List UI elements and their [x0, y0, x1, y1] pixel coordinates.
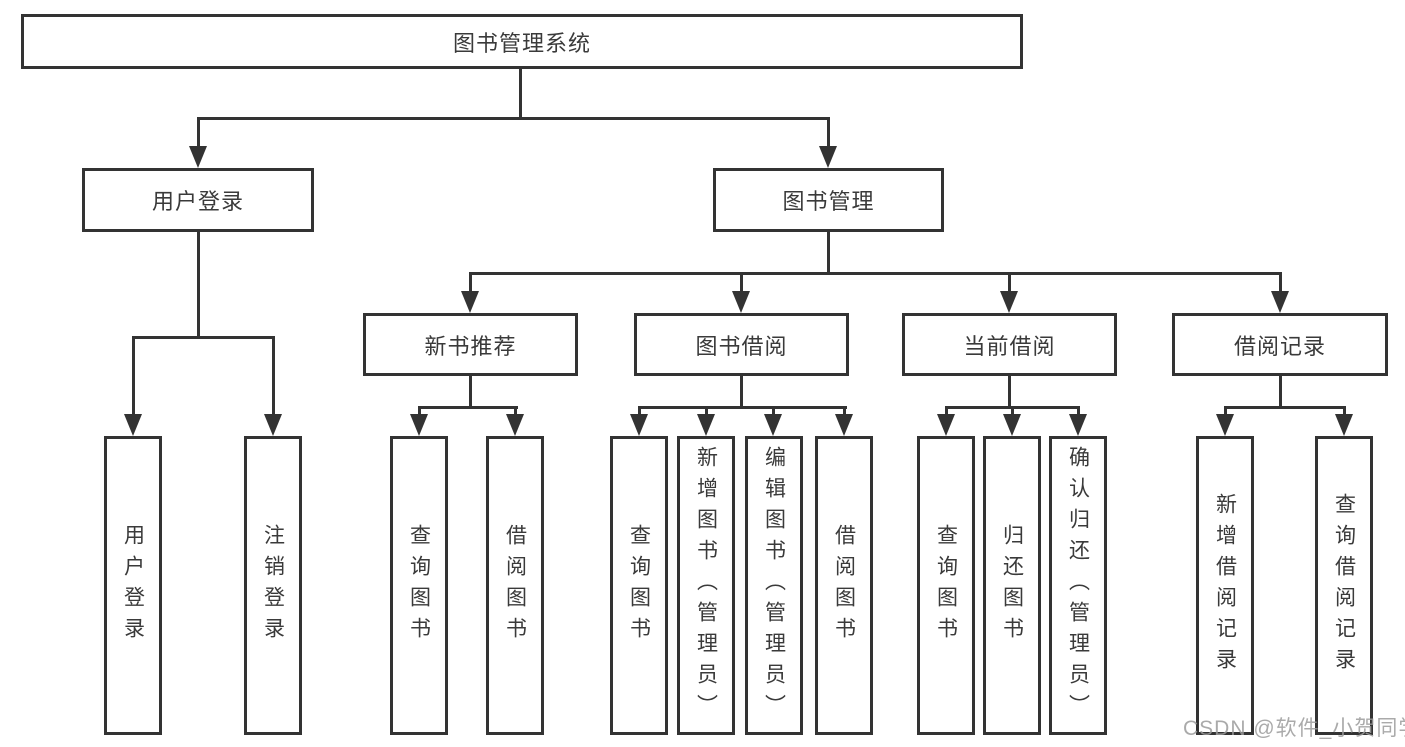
connector-to-user-login — [197, 117, 200, 149]
leaf-return-books: 归还图书 — [983, 436, 1041, 735]
arrow-down-icon — [835, 414, 853, 436]
connector-current-stem — [1008, 376, 1011, 409]
leaf-query-books-current: 查询图书 — [917, 436, 975, 735]
connector-newbooks-split — [418, 406, 518, 409]
leaf-label: 确认归还（管理员） — [1066, 446, 1090, 725]
arrow-down-icon — [124, 414, 142, 436]
connector-leaf-stem — [1279, 272, 1282, 294]
connector-leaf-stem — [514, 406, 517, 418]
connector-leaf-stem — [1008, 272, 1011, 294]
node-book-borrow-label: 图书借阅 — [695, 333, 788, 359]
arrow-down-icon — [697, 414, 715, 436]
node-current-borrow-label: 当前借阅 — [963, 333, 1056, 359]
connector-leaf-stem — [418, 406, 421, 418]
connector-leaf-stem — [843, 406, 846, 418]
leaf-borrow-books-newbooks: 借阅图书 — [486, 436, 544, 735]
arrow-down-icon — [189, 146, 207, 168]
leaf-borrow-books-borrow: 借阅图书 — [815, 436, 873, 735]
leaf-query-books-borrow: 查询图书 — [610, 436, 668, 735]
connector-leaf-stem — [272, 336, 275, 416]
arrow-down-icon — [1271, 291, 1289, 313]
leaf-label: 查询借阅记录 — [1332, 492, 1356, 679]
connector-records-split — [1224, 406, 1346, 409]
connector-root-split — [197, 117, 830, 120]
connector-leaf-stem — [772, 406, 775, 418]
arrow-down-icon — [410, 414, 428, 436]
node-book-mgmt-label: 图书管理 — [782, 189, 875, 214]
connector-userlogin-split — [132, 336, 275, 339]
arrow-down-icon — [819, 146, 837, 168]
connector-records-stem — [1279, 376, 1282, 409]
arrow-down-icon — [1003, 414, 1021, 436]
node-borrow-records: 借阅记录 — [1172, 313, 1388, 376]
node-book-borrow: 图书借阅 — [634, 313, 849, 376]
connector-bookmgmt-stem — [827, 232, 830, 275]
arrow-down-icon — [1216, 414, 1234, 436]
leaf-user-login: 用户登录 — [104, 436, 162, 735]
connector-root-stem — [519, 69, 522, 117]
arrow-down-icon — [630, 414, 648, 436]
node-new-books: 新书推荐 — [363, 313, 578, 376]
arrow-down-icon — [506, 414, 524, 436]
connector-leaf-stem — [1224, 406, 1227, 418]
leaf-query-borrow-record: 查询借阅记录 — [1315, 436, 1373, 735]
node-current-borrow: 当前借阅 — [902, 313, 1117, 376]
node-book-mgmt: 图书管理 — [713, 168, 944, 232]
leaf-confirm-return-admin: 确认归还（管理员） — [1049, 436, 1107, 735]
leaf-label: 归还图书 — [1000, 523, 1024, 648]
connector-leaf-stem — [1343, 406, 1346, 418]
arrow-down-icon — [937, 414, 955, 436]
connector-leaf-stem — [1011, 406, 1014, 418]
connector-borrow-stem — [740, 376, 743, 409]
leaf-label: 编辑图书（管理员） — [762, 446, 786, 725]
node-borrow-records-label: 借阅记录 — [1233, 333, 1326, 359]
leaf-label: 查询图书 — [934, 523, 958, 648]
connector-bookmgmt-split — [469, 272, 1282, 275]
leaf-add-books-admin: 新增图书（管理员） — [677, 436, 735, 735]
leaf-label: 借阅图书 — [832, 523, 856, 648]
leaf-label: 借阅图书 — [503, 523, 527, 648]
connector-leaf-stem — [638, 406, 641, 418]
leaf-edit-books-admin: 编辑图书（管理员） — [745, 436, 803, 735]
connector-leaf-stem — [132, 336, 135, 416]
leaf-label: 查询图书 — [627, 523, 651, 648]
arrow-down-icon — [461, 291, 479, 313]
leaf-logout: 注销登录 — [244, 436, 302, 735]
leaf-query-books-newbooks: 查询图书 — [390, 436, 448, 735]
connector-borrow-split — [638, 406, 847, 409]
connector-newbooks-stem — [469, 376, 472, 409]
arrow-down-icon — [1335, 414, 1353, 436]
leaf-label: 用户登录 — [121, 523, 145, 648]
connector-leaf-stem — [1077, 406, 1080, 418]
node-new-books-label: 新书推荐 — [424, 333, 517, 359]
connector-leaf-stem — [740, 272, 743, 294]
arrow-down-icon — [1069, 414, 1087, 436]
node-root: 图书管理系统 — [21, 14, 1023, 69]
leaf-label: 查询图书 — [407, 523, 431, 648]
connector-to-book-mgmt — [827, 117, 830, 149]
node-root-label: 图书管理系统 — [452, 30, 591, 56]
arrow-down-icon — [1000, 291, 1018, 313]
leaf-label: 注销登录 — [261, 523, 285, 648]
arrow-down-icon — [764, 414, 782, 436]
connector-leaf-stem — [705, 406, 708, 418]
arrow-down-icon — [264, 414, 282, 436]
connector-userlogin-stem — [197, 232, 200, 336]
leaf-add-borrow-record: 新增借阅记录 — [1196, 436, 1254, 735]
node-user-login: 用户登录 — [82, 168, 314, 232]
leaf-label: 新增图书（管理员） — [694, 446, 718, 725]
leaf-label: 新增借阅记录 — [1213, 492, 1237, 679]
csdn-watermark: CSDN @软件_小贺同学 — [1183, 717, 1405, 740]
node-user-login-label: 用户登录 — [151, 189, 244, 214]
connector-leaf-stem — [945, 406, 948, 418]
connector-leaf-stem — [469, 272, 472, 294]
arrow-down-icon — [732, 291, 750, 313]
